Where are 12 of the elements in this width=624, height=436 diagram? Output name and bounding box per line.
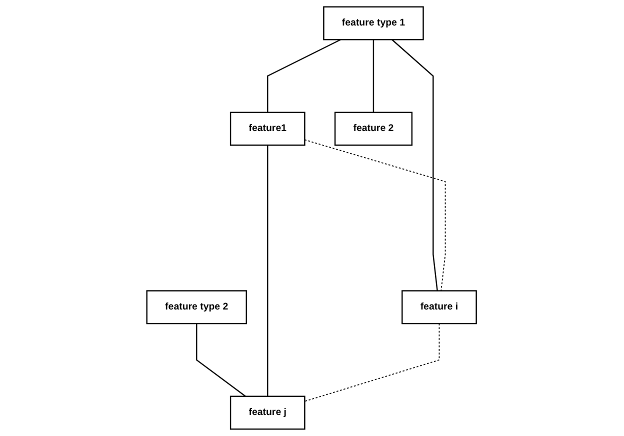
node-box: feature1 <box>230 112 306 146</box>
node-box: feature j <box>230 396 306 430</box>
node-box: feature i <box>402 290 478 324</box>
connector <box>373 40 374 112</box>
connector <box>267 145 269 396</box>
connector <box>392 39 438 291</box>
connector <box>267 39 342 112</box>
node-box: feature type 1 <box>324 6 424 40</box>
connector <box>304 323 440 402</box>
node-box: feature type 2 <box>146 290 248 324</box>
connector <box>196 324 246 397</box>
node-box: feature 2 <box>334 112 413 146</box>
